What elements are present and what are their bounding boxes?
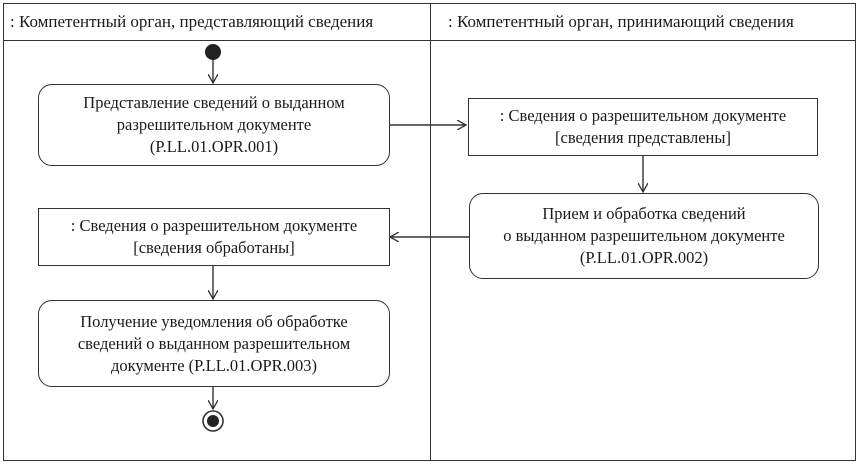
object-processed-node: : Сведения о разрешительном документе [с… [38, 208, 390, 266]
action-notify-node: Получение уведомления об обработке сведе… [38, 300, 390, 387]
action-submit-label: Представление сведений о выданном разреш… [83, 93, 345, 156]
object-processed-label: : Сведения о разрешительном документе [с… [70, 216, 358, 257]
swimlane-header-line [3, 40, 856, 41]
action-notify-label: Получение уведомления об обработке сведе… [77, 311, 351, 375]
object-submitted-label: : Сведения о разрешительном документе [с… [499, 106, 787, 147]
action-receive-node: Прием и обработка сведений о выданном ра… [469, 193, 819, 279]
swimlane-frame [3, 3, 856, 461]
action-receive-label: Прием и обработка сведений о выданном ра… [503, 204, 785, 267]
action-submit-node: Представление сведений о выданном разреш… [38, 84, 390, 166]
swimlane-divider [430, 3, 431, 461]
lane-title-left: : Компетентный орган, представляющий све… [10, 12, 374, 31]
object-submitted-node: : Сведения о разрешительном документе [с… [468, 98, 818, 156]
lane-title-right: : Компетентный орган, принимающий сведен… [448, 12, 794, 31]
